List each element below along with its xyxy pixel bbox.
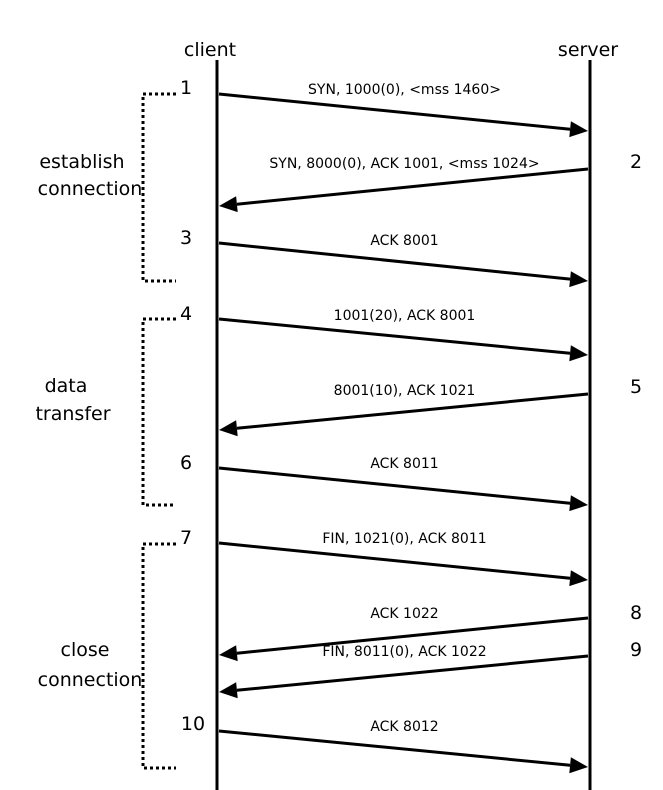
phase-label-line: data (45, 375, 88, 397)
message-arrow-line (236, 616, 589, 655)
message-6: ACK 8011 6 (180, 452, 588, 512)
message-label: FIN, 8011(0), ACK 1022 (322, 644, 486, 660)
arrowhead-icon (569, 121, 588, 138)
server-label: server (558, 39, 618, 61)
message-10: ACK 8012 10 (181, 713, 588, 774)
message-arrow-line (218, 541, 571, 580)
step-number: 6 (180, 452, 192, 474)
phase-label-line: transfer (35, 403, 110, 425)
message-label: ACK 8011 (370, 456, 438, 472)
phase-label-line: connection (38, 178, 143, 200)
message-label: SYN, 8000(0), ACK 1001, <mss 1024> (269, 156, 539, 172)
arrowhead-icon (569, 757, 588, 774)
phase-label-line: establish (39, 151, 124, 173)
step-number: 3 (180, 227, 192, 249)
phase-bracket-data (141, 317, 176, 507)
client-label: client (184, 39, 236, 61)
message-label: ACK 8001 (370, 233, 438, 249)
step-number: 2 (630, 151, 642, 173)
message-8: ACK 1022 8 (219, 602, 642, 662)
step-number: 7 (180, 527, 192, 549)
message-arrow-line (218, 92, 571, 131)
phase-bracket-establish (141, 92, 176, 283)
message-5: 8001(10), ACK 1021 5 (219, 376, 642, 437)
step-number: 4 (180, 303, 192, 325)
message-7: FIN, 1021(0), ACK 8011 7 (180, 527, 588, 587)
message-arrow-line (236, 167, 589, 206)
phase-label-data: data transfer (35, 375, 110, 425)
message-4: 1001(20), ACK 8001 4 (180, 303, 588, 362)
message-arrow-line (218, 241, 571, 281)
arrowhead-icon (569, 271, 588, 288)
arrowhead-icon (569, 570, 588, 587)
arrowhead-icon (219, 645, 238, 662)
phase-label-close: close connection (38, 639, 143, 691)
message-arrow-line (218, 317, 571, 355)
step-number: 9 (630, 639, 642, 661)
step-number: 8 (630, 602, 642, 624)
arrowhead-icon (569, 345, 588, 362)
phase-label-line: close (61, 639, 110, 661)
message-label: ACK 1022 (370, 606, 438, 622)
step-number: 5 (630, 376, 642, 398)
message-arrow-line (218, 729, 571, 767)
message-arrow-line (218, 466, 571, 505)
phase-bracket-close (141, 542, 176, 770)
message-arrow-line (236, 654, 589, 692)
message-9: FIN, 8011(0), ACK 1022 9 (219, 639, 642, 699)
arrowhead-icon (219, 682, 238, 699)
phase-label-line: connection (38, 669, 143, 691)
step-number: 1 (180, 77, 192, 99)
message-label: 1001(20), ACK 8001 (334, 308, 476, 324)
message-2: SYN, 8000(0), ACK 1001, <mss 1024> 2 (219, 151, 642, 213)
arrowhead-icon (219, 420, 238, 437)
message-arrow-line (236, 392, 589, 430)
message-1: SYN, 1000(0), <mss 1460> 1 (180, 77, 588, 138)
message-3: ACK 8001 3 (180, 227, 588, 288)
arrowhead-icon (569, 495, 588, 512)
message-label: ACK 8012 (370, 719, 438, 735)
message-label: FIN, 1021(0), ACK 8011 (322, 531, 486, 547)
step-number: 10 (181, 713, 205, 735)
phase-label-establish: establish connection (38, 151, 143, 200)
message-label: SYN, 1000(0), <mss 1460> (308, 82, 501, 98)
arrowhead-icon (219, 196, 238, 213)
message-label: 8001(10), ACK 1021 (334, 383, 476, 399)
